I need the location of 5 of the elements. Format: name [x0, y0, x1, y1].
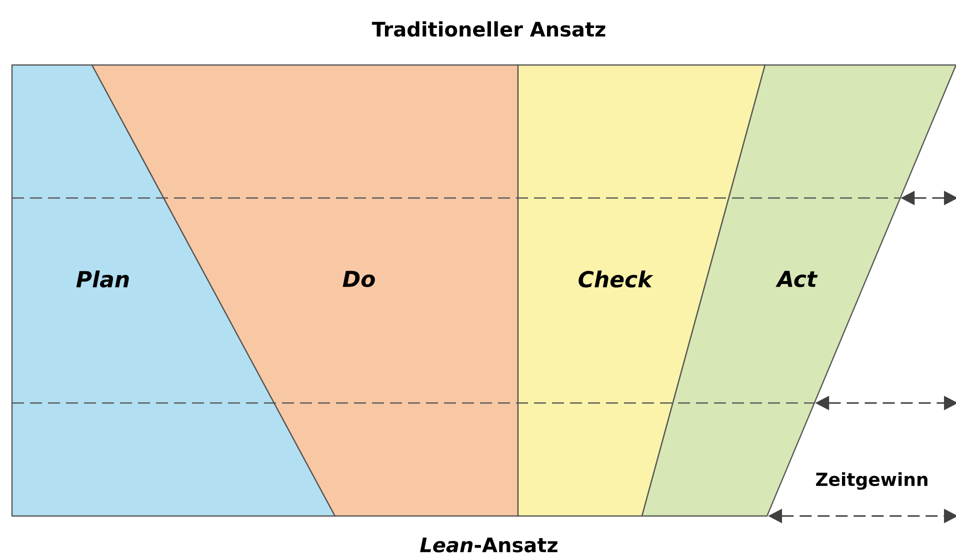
phase-region: Plan: [11, 64, 336, 517]
dimension-label: Zeitgewinn: [816, 472, 928, 490]
title: Traditioneller Ansatz: [372, 21, 606, 37]
phase-region: Check: [517, 64, 766, 517]
caption: Lean-Ansatz: [420, 538, 558, 552]
